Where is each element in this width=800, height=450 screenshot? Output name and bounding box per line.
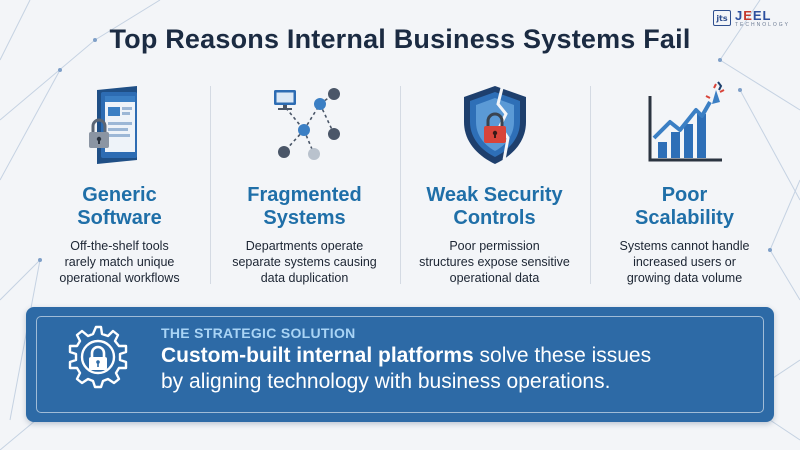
reason-description: Off-the-shelf tools rarely match unique … <box>59 239 180 285</box>
reason-description: Systems cannot handle increased users or… <box>619 239 750 285</box>
reason-card-weak-security-controls: Weak Security Controls Poor permission s… <box>402 78 587 293</box>
strategic-solution-banner: THE STRATEGIC SOLUTION Custom-built inte… <box>26 307 774 422</box>
solution-line-1-rest: solve these issues <box>473 344 652 367</box>
reason-card-fragmented-systems: Fragmented Systems Departments operate s… <box>212 78 397 293</box>
reason-card-generic-software: Generic Software Off-the-shelf tools rar… <box>27 78 212 293</box>
reasons-grid: Generic Software Off-the-shelf tools rar… <box>0 78 800 293</box>
reason-title: Weak Security Controls <box>426 184 563 229</box>
reason-description: Departments operate separate systems cau… <box>232 239 377 285</box>
logo-wordmark: JEEL <box>734 7 772 23</box>
column-divider <box>590 86 591 284</box>
column-divider <box>210 86 211 284</box>
logo-mark: jts <box>712 10 731 26</box>
broken-security-shield-icon <box>463 86 526 164</box>
solution-line-1: Custom-built internal platforms solve th… <box>161 344 651 368</box>
locked-software-window-icon <box>88 86 137 164</box>
reason-description: Poor permission structures expose sensit… <box>419 239 570 285</box>
brand-logo: jts JEEL TECHNOLOGY <box>712 7 790 29</box>
reason-title: Fragmented Systems <box>247 184 362 229</box>
broken-growth-chart-icon <box>648 81 724 162</box>
solution-kicker: THE STRATEGIC SOLUTION <box>161 325 356 341</box>
column-divider <box>400 86 401 284</box>
reason-card-poor-scalability: Poor Scalability Systems cannot handle i… <box>592 78 777 293</box>
solution-line-2: by aligning technology with business ope… <box>161 370 611 393</box>
disconnected-network-icon <box>273 88 340 160</box>
gear-lock-icon <box>68 325 128 389</box>
solution-emphasis: Custom-built internal platforms <box>161 344 474 367</box>
reason-title: Generic Software <box>77 184 162 229</box>
reason-title: Poor Scalability <box>635 184 734 229</box>
page-title: Top Reasons Internal Business Systems Fa… <box>109 24 691 54</box>
banner-frame <box>36 316 764 413</box>
logo-tagline: TECHNOLOGY <box>734 21 790 28</box>
